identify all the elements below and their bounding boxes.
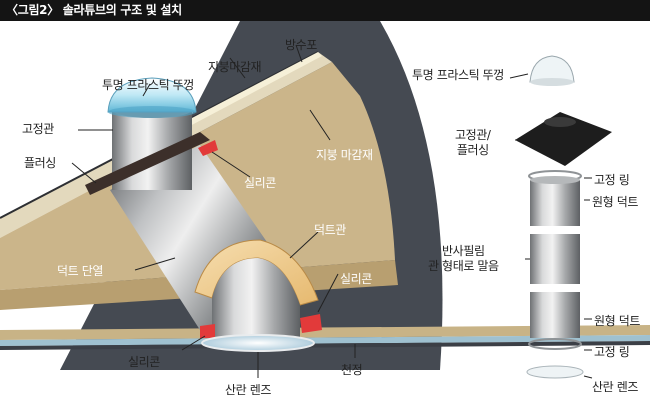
label-silicone-right: 실리콘	[340, 272, 372, 286]
flashing	[85, 132, 210, 195]
part-label-ring-bottom: 고정 링	[594, 345, 630, 359]
part-duct-bottom	[530, 292, 580, 338]
part-duct-top	[530, 180, 580, 226]
part-reflective-film	[530, 234, 580, 284]
part-label-reflective: 반사필림 관 형태로 말음	[428, 244, 499, 273]
part-dome	[529, 55, 575, 83]
leader-lines	[71, 44, 356, 378]
part-flashing	[515, 112, 612, 166]
label-waterproof: 방수포	[285, 38, 317, 52]
ceiling-edge	[0, 341, 650, 350]
part-label-lens: 산란 렌즈	[592, 380, 638, 394]
label-silicone-bottom: 실리콘	[128, 355, 160, 369]
part-lens	[526, 365, 584, 379]
part-label-dome: 투명 프라스틱 뚜껑	[412, 68, 504, 82]
silicone-right-mark	[300, 314, 322, 333]
silicone-left-mark	[200, 324, 215, 338]
exploded-parts	[515, 55, 612, 379]
label-dome: 투명 프라스틱 뚜껑	[102, 78, 194, 92]
label-duct-insulation: 덕트 단열	[57, 264, 103, 278]
part-duct-top-rim	[530, 176, 580, 184]
diffuser-lens	[201, 334, 315, 352]
solar-tube-diagram	[0, 21, 650, 379]
label-duct-pipe: 덕트관	[314, 223, 346, 237]
ceiling-layer	[0, 335, 650, 346]
label-roof-finish-top: 지붕마감재	[208, 60, 262, 74]
part-ring-bottom	[528, 338, 582, 350]
clear-dome	[107, 77, 197, 113]
label-silicone-upper: 실리콘	[244, 176, 276, 190]
label-flashing: 플러싱	[24, 156, 56, 170]
label-roof-finish-inner: 지붕 마감재	[316, 148, 373, 162]
lower-duct	[212, 258, 300, 340]
part-flashing-collar	[544, 117, 576, 127]
figure-title: 〈그림2〉 솔라튜브의 구조 및 설치	[0, 0, 650, 21]
silicone-upper-mark	[198, 140, 218, 156]
waterproof-membrane	[150, 52, 322, 145]
part-leader-lines	[509, 73, 593, 379]
label-ceiling: 천정	[341, 363, 363, 377]
part-label-ring-top: 고정 링	[594, 173, 630, 187]
part-label-duct-bottom: 원형 덕트	[594, 314, 640, 328]
part-label-duct-top: 원형 덕트	[592, 195, 638, 209]
label-diffuser: 산란 렌즈	[225, 383, 271, 397]
part-label-flashing: 고정관/ 플러싱	[455, 128, 491, 157]
label-fixing-pipe: 고정관	[22, 122, 54, 136]
dome-base	[108, 106, 196, 118]
part-dome-base	[530, 78, 574, 86]
